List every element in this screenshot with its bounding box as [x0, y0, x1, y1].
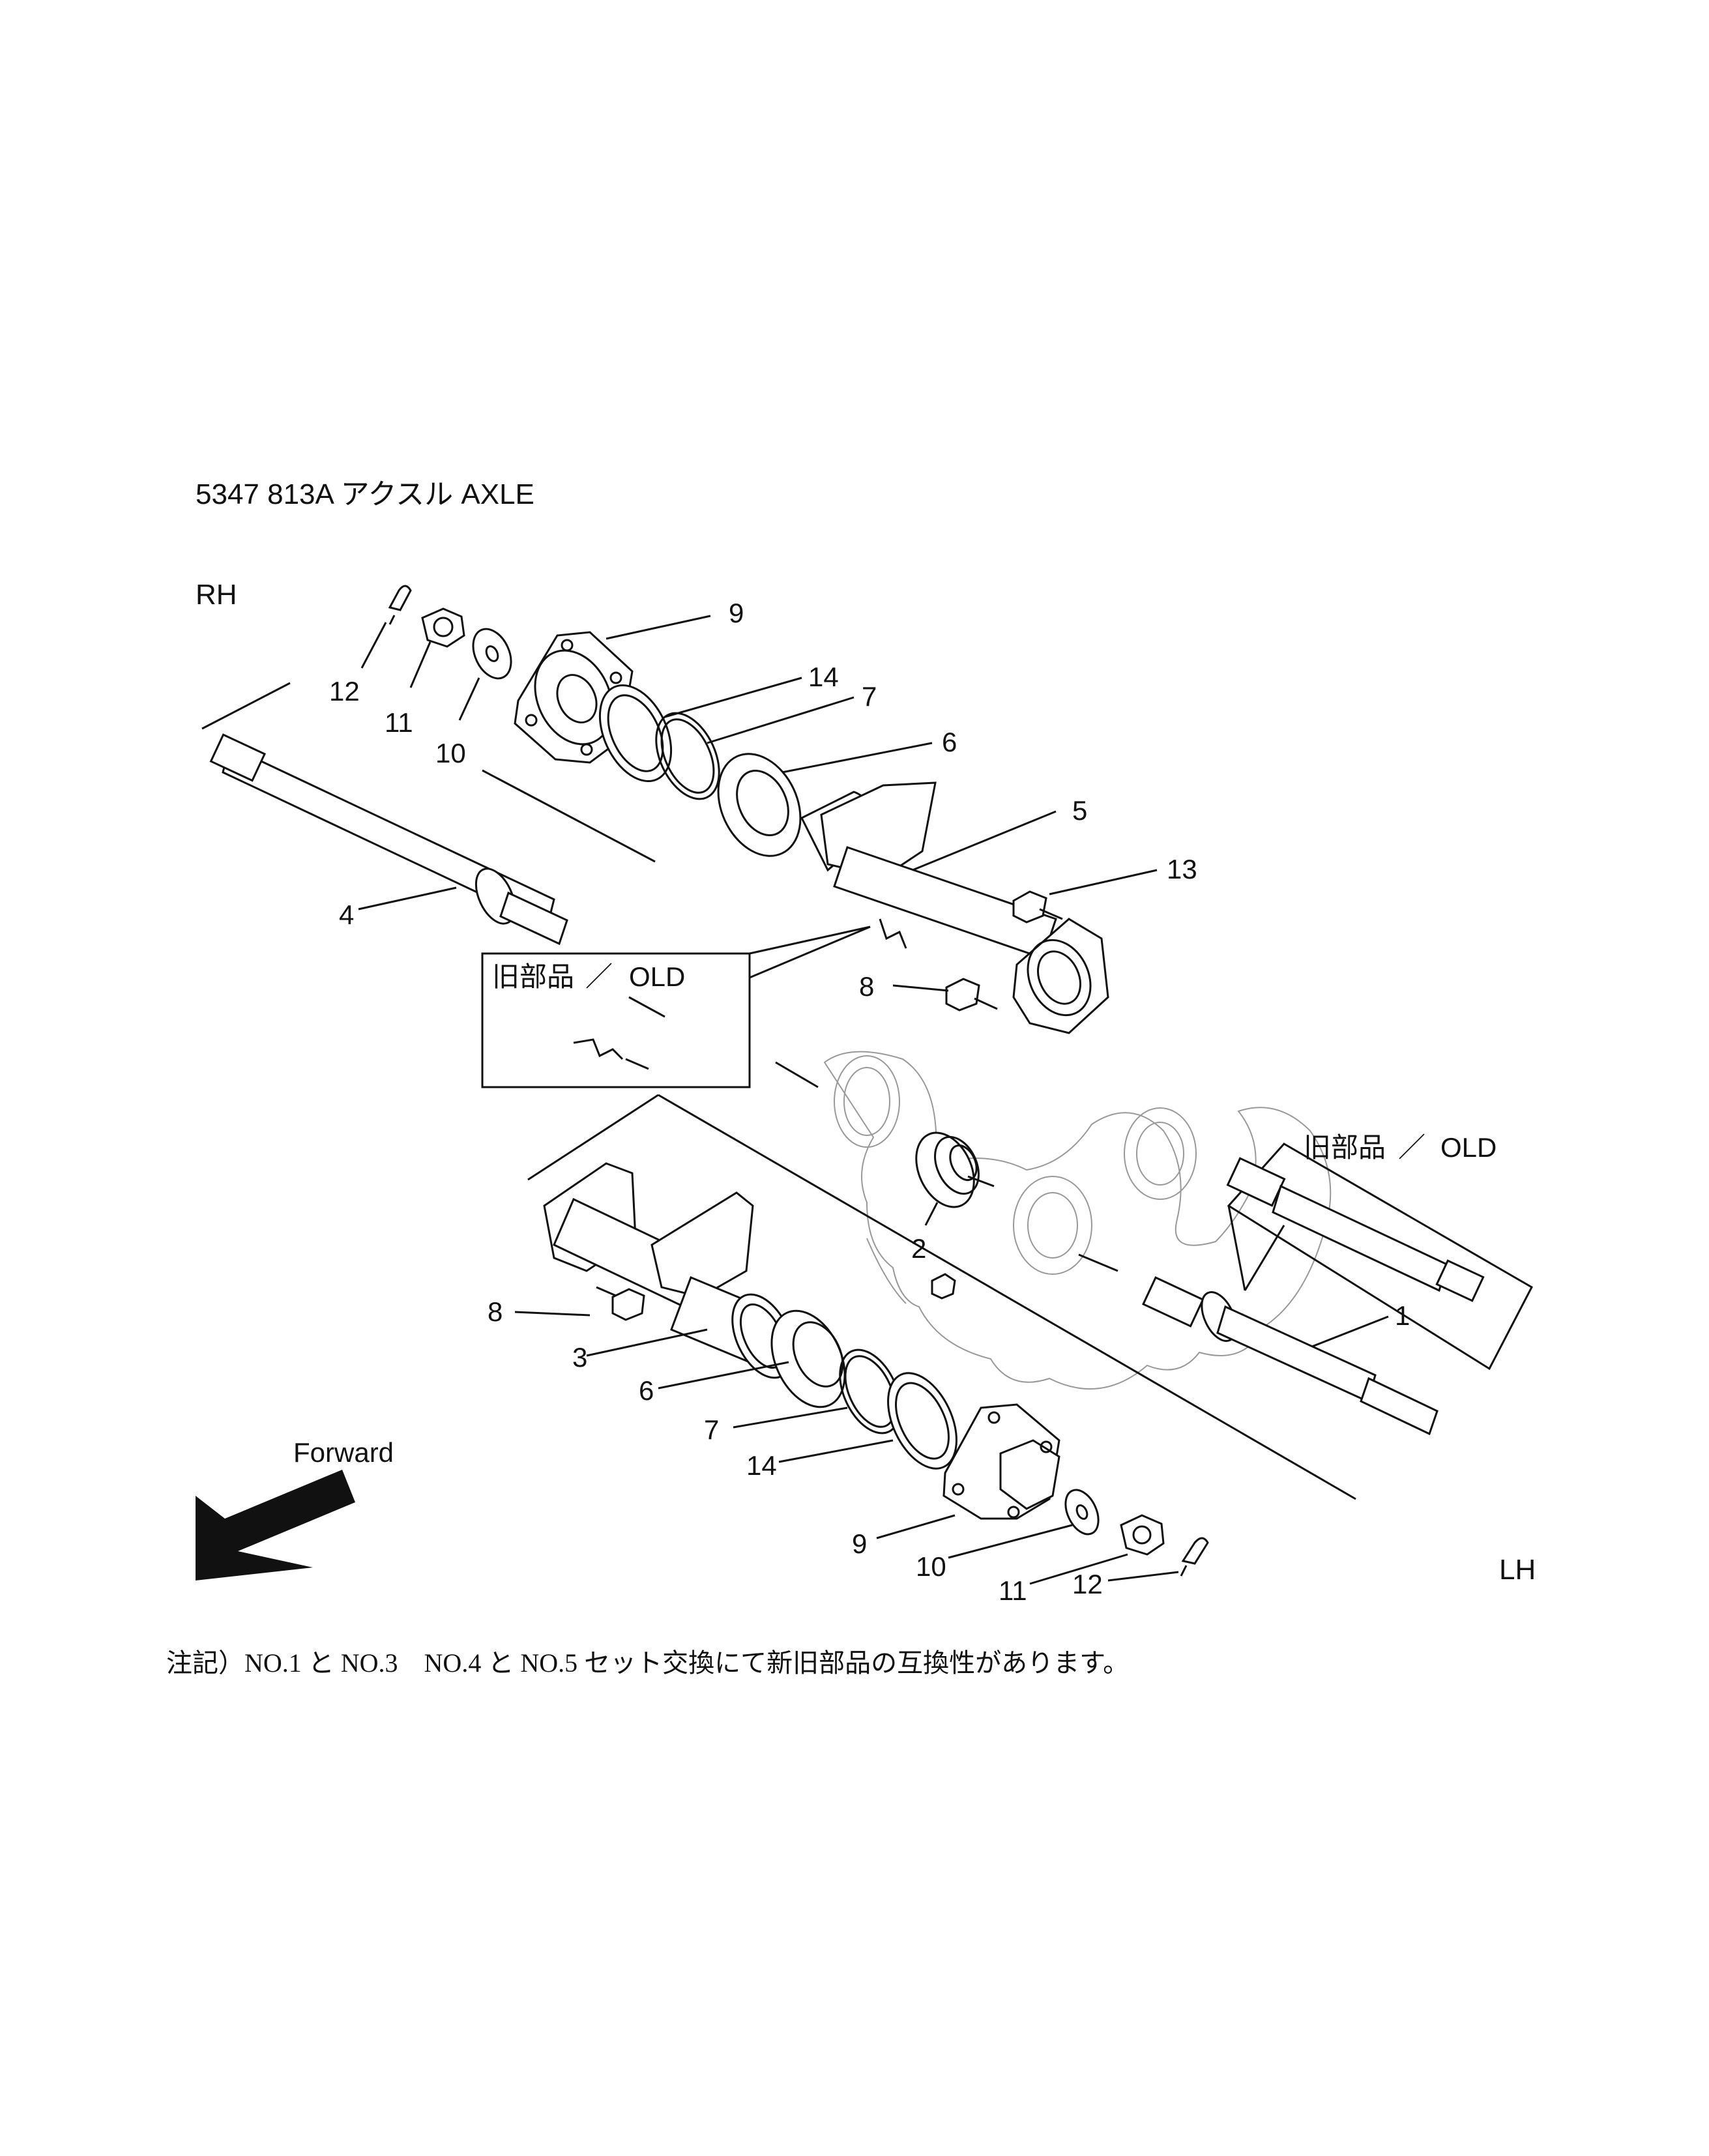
lh-label: LH: [1499, 1554, 1536, 1586]
callout-lh-3: 3: [572, 1342, 587, 1373]
callout-lh-6: 6: [639, 1375, 654, 1406]
castle-nut-rh: [421, 607, 465, 648]
snap-ring-rh: [655, 712, 720, 800]
callout-rh-7: 7: [862, 681, 877, 712]
callout-rh-12: 12: [329, 676, 360, 707]
callout-lh-10: 10: [916, 1551, 946, 1582]
ring-14-lh: [887, 1372, 957, 1470]
callout-rh-13: 13: [1167, 854, 1197, 884]
callout-rh-8: 8: [859, 971, 874, 1002]
old-inset-slash-lh: ／: [1398, 1132, 1425, 1163]
callout-rh-5: 5: [1072, 795, 1087, 826]
compatibility-note: 注記）NO.1 と NO.3 NO.4 と NO.5 セット交換にて新旧部品の互…: [166, 1648, 1129, 1678]
axle-housing-lh: [543, 1162, 794, 1379]
callout-lh-14: 14: [746, 1450, 777, 1481]
ring-14-rh: [598, 684, 673, 783]
old-parts-inset-rh: 旧部品 ／ OLD: [481, 925, 871, 1088]
callout-lh-7: 7: [704, 1414, 719, 1445]
callouts-lh: 8 3 6 7 14 9 10 11 12: [488, 1296, 1179, 1606]
transaxle-case: [823, 1051, 1332, 1390]
callout-rh-9: 9: [729, 598, 744, 628]
old-parts-inset-lh: 旧部品 ／ OLD: [1226, 1132, 1533, 1371]
callout-rh-4: 4: [339, 899, 354, 930]
bolt-13-rh: [1012, 890, 1063, 924]
old-inset-en-rh: OLD: [629, 961, 685, 992]
old-inset-slash-rh: ／: [585, 961, 613, 992]
page-title: 5347 813A アクスル AXLE: [196, 478, 534, 510]
washer-rh: [472, 628, 512, 680]
cotter-pin-lh: [1180, 1537, 1209, 1577]
seal-2: [915, 1131, 995, 1208]
callout-lh-11: 11: [999, 1575, 1027, 1606]
bearing-rh: [717, 753, 802, 857]
callout-rh-14: 14: [808, 662, 839, 692]
callout-2: 2: [911, 1233, 926, 1264]
callout-rh-10: 10: [435, 738, 466, 768]
callout-rh-11: 11: [385, 707, 413, 738]
old-inset-en-lh: OLD: [1440, 1132, 1497, 1163]
old-inset-jp-rh: 旧部品: [492, 961, 574, 992]
old-inset-jp-lh: 旧部品: [1304, 1132, 1386, 1163]
axle-housing-rh: [800, 781, 1109, 1034]
bolt-8-lh: [596, 1286, 645, 1321]
rh-label: RH: [196, 579, 237, 611]
callout-1: 1: [1395, 1300, 1410, 1331]
callouts-rh: 12 11 10 9 14 7 6 5 13 4 8: [329, 598, 1197, 1002]
callout-lh-8: 8: [488, 1296, 503, 1327]
castle-nut-lh: [1120, 1514, 1165, 1556]
axle-shaft-lh: [1142, 1276, 1439, 1436]
hub-flange-lh: [942, 1403, 1060, 1520]
cotter-pin-rh: [388, 585, 412, 625]
callout-lh-9: 9: [852, 1528, 867, 1559]
callout-lh-12: 12: [1072, 1569, 1103, 1599]
axle-shaft-rh: [209, 733, 568, 946]
bolt-8-rh: [945, 978, 998, 1012]
bearing-lh: [770, 1309, 846, 1408]
forward-label: Forward: [293, 1437, 394, 1468]
washer-lh: [1064, 1489, 1100, 1536]
callout-rh-6: 6: [942, 727, 957, 757]
forward-arrow-icon: [196, 1470, 355, 1581]
